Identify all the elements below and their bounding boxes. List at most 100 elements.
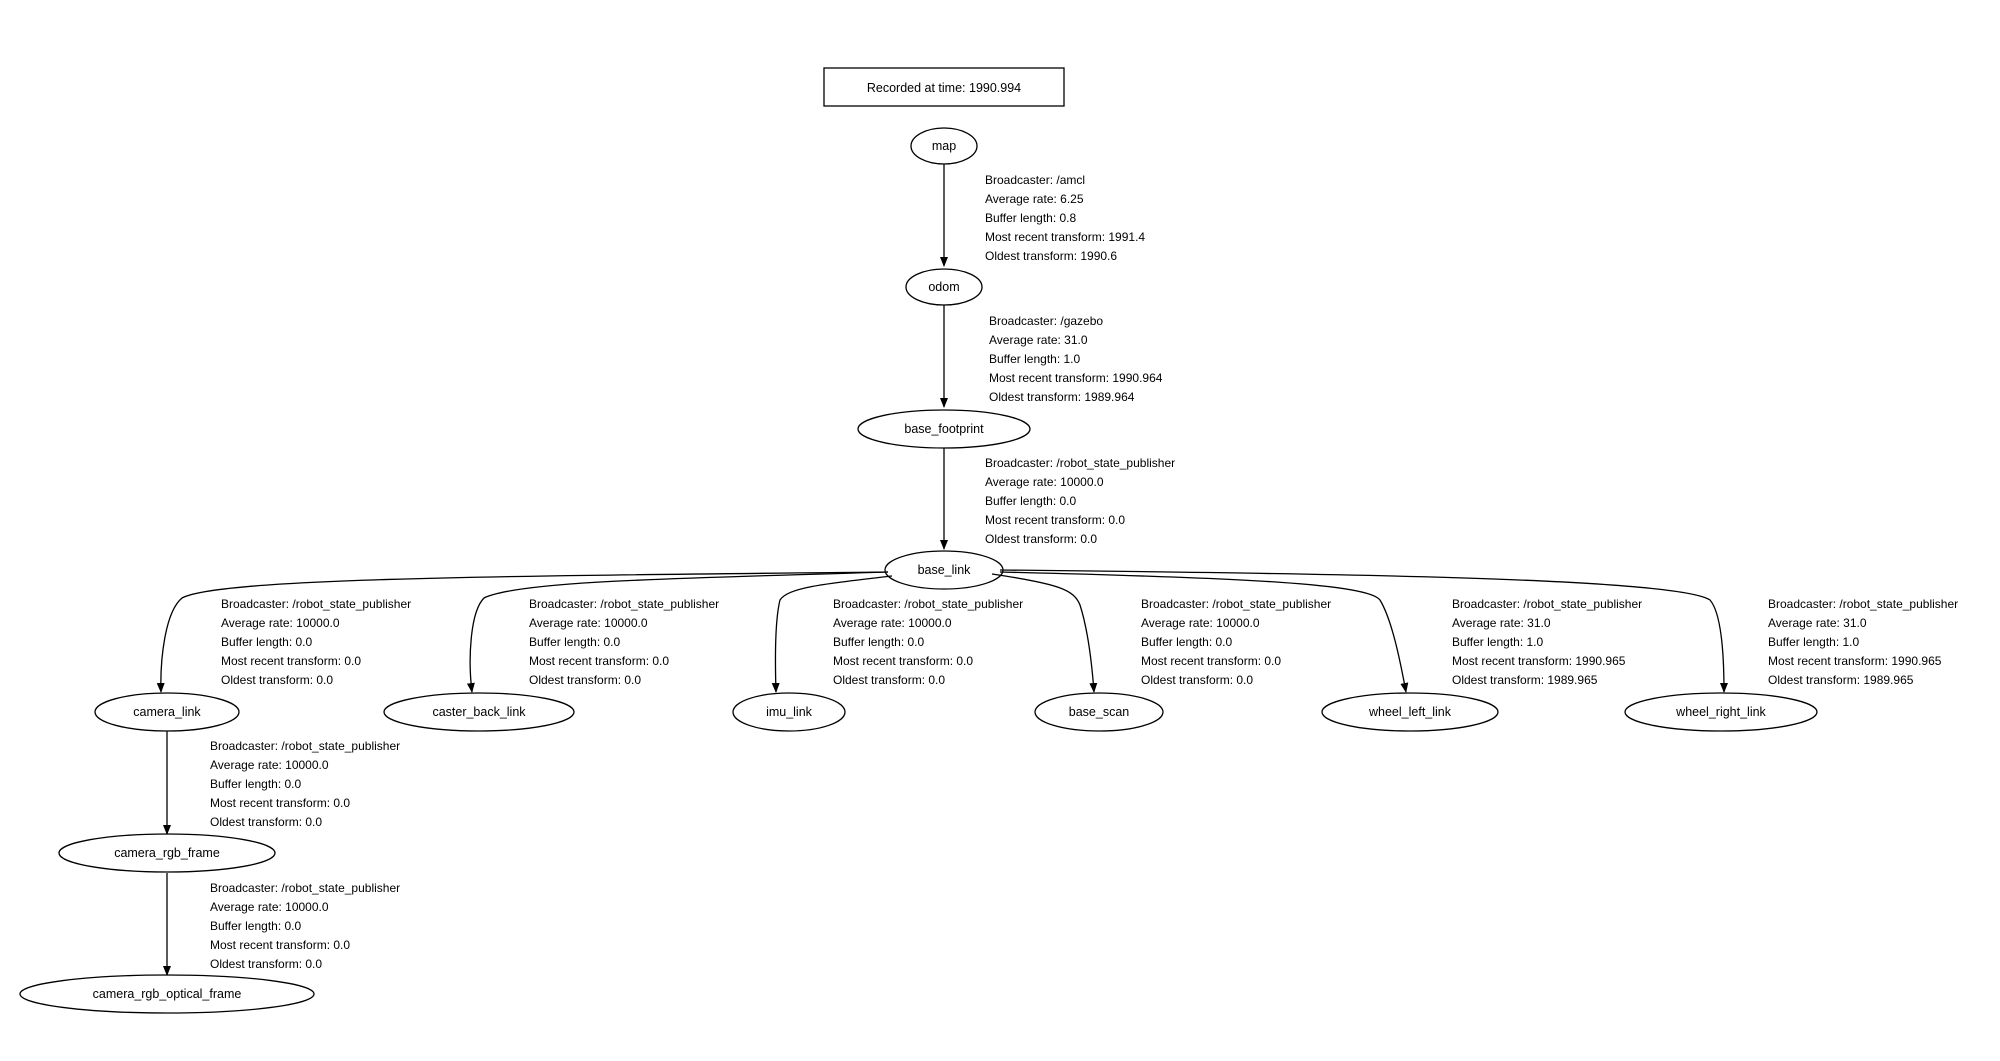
edge-label-line: Average rate: 31.0 xyxy=(989,333,1088,347)
node-odom: odom xyxy=(905,268,983,306)
node-label-base-scan: base_scan xyxy=(1069,705,1130,719)
edge-label-base-link-imu-link: Broadcaster: /robot_state_publisher Aver… xyxy=(833,597,1026,687)
node-label-odom: odom xyxy=(928,280,959,294)
node-caster-back-link: caster_back_link xyxy=(383,692,575,732)
edge-label-base-link-wheel-right-link: Broadcaster: /robot_state_publisher Aver… xyxy=(1768,597,1961,687)
edge-label-line: Most recent transform: 1990.964 xyxy=(989,371,1163,385)
node-label-base-link: base_link xyxy=(918,563,972,577)
node-label-map: map xyxy=(932,139,956,153)
edge-label-line: Broadcaster: /robot_state_publisher xyxy=(221,597,411,611)
edge-label-line: Average rate: 10000.0 xyxy=(1141,616,1260,630)
node-label-caster-back-link: caster_back_link xyxy=(432,705,526,719)
edge-label-line: Most recent transform: 1991.4 xyxy=(985,230,1145,244)
edge-label-line: Broadcaster: /robot_state_publisher xyxy=(1768,597,1958,611)
edge-label-line: Buffer length: 1.0 xyxy=(1452,635,1544,649)
edge-label-line: Broadcaster: /robot_state_publisher xyxy=(529,597,719,611)
edge-label-line: Average rate: 10000.0 xyxy=(833,616,952,630)
edge-label-line: Oldest transform: 1989.964 xyxy=(989,390,1135,404)
edge-label-line: Most recent transform: 0.0 xyxy=(985,513,1125,527)
edge-label-line: Buffer length: 0.0 xyxy=(221,635,313,649)
edge-label-line: Buffer length: 0.0 xyxy=(985,494,1077,508)
edge-label-line: Buffer length: 0.0 xyxy=(833,635,925,649)
edge-label-line: Most recent transform: 1990.965 xyxy=(1768,654,1942,668)
edge-label-base-link-caster-back-link: Broadcaster: /robot_state_publisher Aver… xyxy=(529,597,722,687)
node-label-wheel-left-link: wheel_left_link xyxy=(1368,705,1452,719)
node-wheel-left-link: wheel_left_link xyxy=(1321,692,1499,732)
edge-label-line: Average rate: 10000.0 xyxy=(221,616,340,630)
node-wheel-right-link: wheel_right_link xyxy=(1624,692,1818,732)
edge-label-line: Oldest transform: 1990.6 xyxy=(985,249,1117,263)
edge-label-line: Most recent transform: 0.0 xyxy=(529,654,669,668)
edge-label-base-link-camera-link: Broadcaster: /robot_state_publisher Aver… xyxy=(221,597,414,687)
edge-label-line: Oldest transform: 0.0 xyxy=(210,957,322,971)
edge-label-line: Buffer length: 1.0 xyxy=(1768,635,1860,649)
edge-label-map-odom: Broadcaster: /amcl Average rate: 6.25 Bu… xyxy=(985,173,1148,263)
edge-label-line: Average rate: 31.0 xyxy=(1768,616,1867,630)
node-label-camera-link: camera_link xyxy=(133,705,201,719)
edge-label-line: Oldest transform: 1989.965 xyxy=(1452,673,1598,687)
node-base-scan: base_scan xyxy=(1034,692,1164,732)
edge-label-line: Broadcaster: /robot_state_publisher xyxy=(210,739,400,753)
node-map: map xyxy=(910,127,978,165)
edge-label-line: Broadcaster: /robot_state_publisher xyxy=(1141,597,1331,611)
edge-label-line: Broadcaster: /robot_state_publisher xyxy=(833,597,1023,611)
edge-label-line: Broadcaster: /robot_state_publisher xyxy=(1452,597,1642,611)
edge-label-line: Average rate: 10000.0 xyxy=(210,758,329,772)
edge-label-line: Oldest transform: 0.0 xyxy=(221,673,333,687)
edge-base-link-caster-back-link xyxy=(466,571,889,693)
edge-base-link-camera-link xyxy=(156,571,889,693)
edge-label-line: Most recent transform: 1990.965 xyxy=(1452,654,1626,668)
node-base-footprint: base_footprint xyxy=(857,409,1031,449)
node-label-imu-link: imu_link xyxy=(766,705,813,719)
edge-base-link-wheel-right-link xyxy=(999,569,1728,693)
edge-label-line: Average rate: 6.25 xyxy=(985,192,1084,206)
edge-label-line: Most recent transform: 0.0 xyxy=(210,938,350,952)
edge-base-link-wheel-left-link xyxy=(999,571,1409,693)
edge-label-line: Broadcaster: /amcl xyxy=(985,173,1085,187)
edge-label-line: Oldest transform: 0.0 xyxy=(210,815,322,829)
node-label-camera-rgb-frame: camera_rgb_frame xyxy=(114,846,220,860)
node-camera-rgb-frame: camera_rgb_frame xyxy=(58,833,276,873)
edge-label-line: Buffer length: 0.8 xyxy=(985,211,1077,225)
edge-label-base-footprint-base-link: Broadcaster: /robot_state_publisher Aver… xyxy=(985,456,1178,546)
edge-label-line: Average rate: 10000.0 xyxy=(529,616,648,630)
edge-label-line: Oldest transform: 0.0 xyxy=(1141,673,1253,687)
edge-label-base-link-base-scan: Broadcaster: /robot_state_publisher Aver… xyxy=(1141,597,1334,687)
edge-label-line: Broadcaster: /robot_state_publisher xyxy=(210,881,400,895)
edge-label-line: Oldest transform: 1989.965 xyxy=(1768,673,1914,687)
edge-label-line: Buffer length: 1.0 xyxy=(989,352,1081,366)
node-label-wheel-right-link: wheel_right_link xyxy=(1675,705,1766,719)
edge-label-line: Broadcaster: /gazebo xyxy=(989,314,1103,328)
edge-label-camera-link-camera-rgb-frame: Broadcaster: /robot_state_publisher Aver… xyxy=(210,739,403,829)
edge-label-line: Average rate: 10000.0 xyxy=(985,475,1104,489)
edge-label-line: Most recent transform: 0.0 xyxy=(210,796,350,810)
edges xyxy=(156,164,1728,976)
recorded-time-label: Recorded at time: 1990.994 xyxy=(867,81,1021,95)
edge-label-line: Average rate: 10000.0 xyxy=(210,900,329,914)
edge-label-line: Oldest transform: 0.0 xyxy=(985,532,1097,546)
edge-label-line: Buffer length: 0.0 xyxy=(1141,635,1233,649)
edge-label-line: Buffer length: 0.0 xyxy=(210,919,302,933)
node-label-camera-rgb-optical-frame: camera_rgb_optical_frame xyxy=(93,987,242,1001)
edge-base-link-base-scan xyxy=(991,573,1098,693)
node-camera-rgb-optical-frame: camera_rgb_optical_frame xyxy=(19,974,315,1014)
node-label-base-footprint: base_footprint xyxy=(904,422,984,436)
edge-label-line: Most recent transform: 0.0 xyxy=(221,654,361,668)
edge-label-line: Average rate: 31.0 xyxy=(1452,616,1551,630)
node-camera-link: camera_link xyxy=(94,692,240,732)
edge-label-base-link-wheel-left-link: Broadcaster: /robot_state_publisher Aver… xyxy=(1452,597,1645,687)
recorded-time-box: Recorded at time: 1990.994 xyxy=(823,67,1065,107)
edge-label-line: Most recent transform: 0.0 xyxy=(1141,654,1281,668)
edge-label-line: Buffer length: 0.0 xyxy=(210,777,302,791)
edge-label-line: Oldest transform: 0.0 xyxy=(529,673,641,687)
edge-base-link-imu-link xyxy=(771,575,893,693)
node-imu-link: imu_link xyxy=(732,692,846,732)
edge-label-line: Most recent transform: 0.0 xyxy=(833,654,973,668)
edge-label-line: Broadcaster: /robot_state_publisher xyxy=(985,456,1175,470)
edge-label-line: Oldest transform: 0.0 xyxy=(833,673,945,687)
edge-label-odom-base-footprint: Broadcaster: /gazebo Average rate: 31.0 … xyxy=(989,314,1166,404)
edge-label-line: Buffer length: 0.0 xyxy=(529,635,621,649)
node-base-link: base_link xyxy=(884,550,1004,590)
edge-label-camera-rgb-frame-camera-rgb-optical-frame: Broadcaster: /robot_state_publisher Aver… xyxy=(210,881,403,971)
